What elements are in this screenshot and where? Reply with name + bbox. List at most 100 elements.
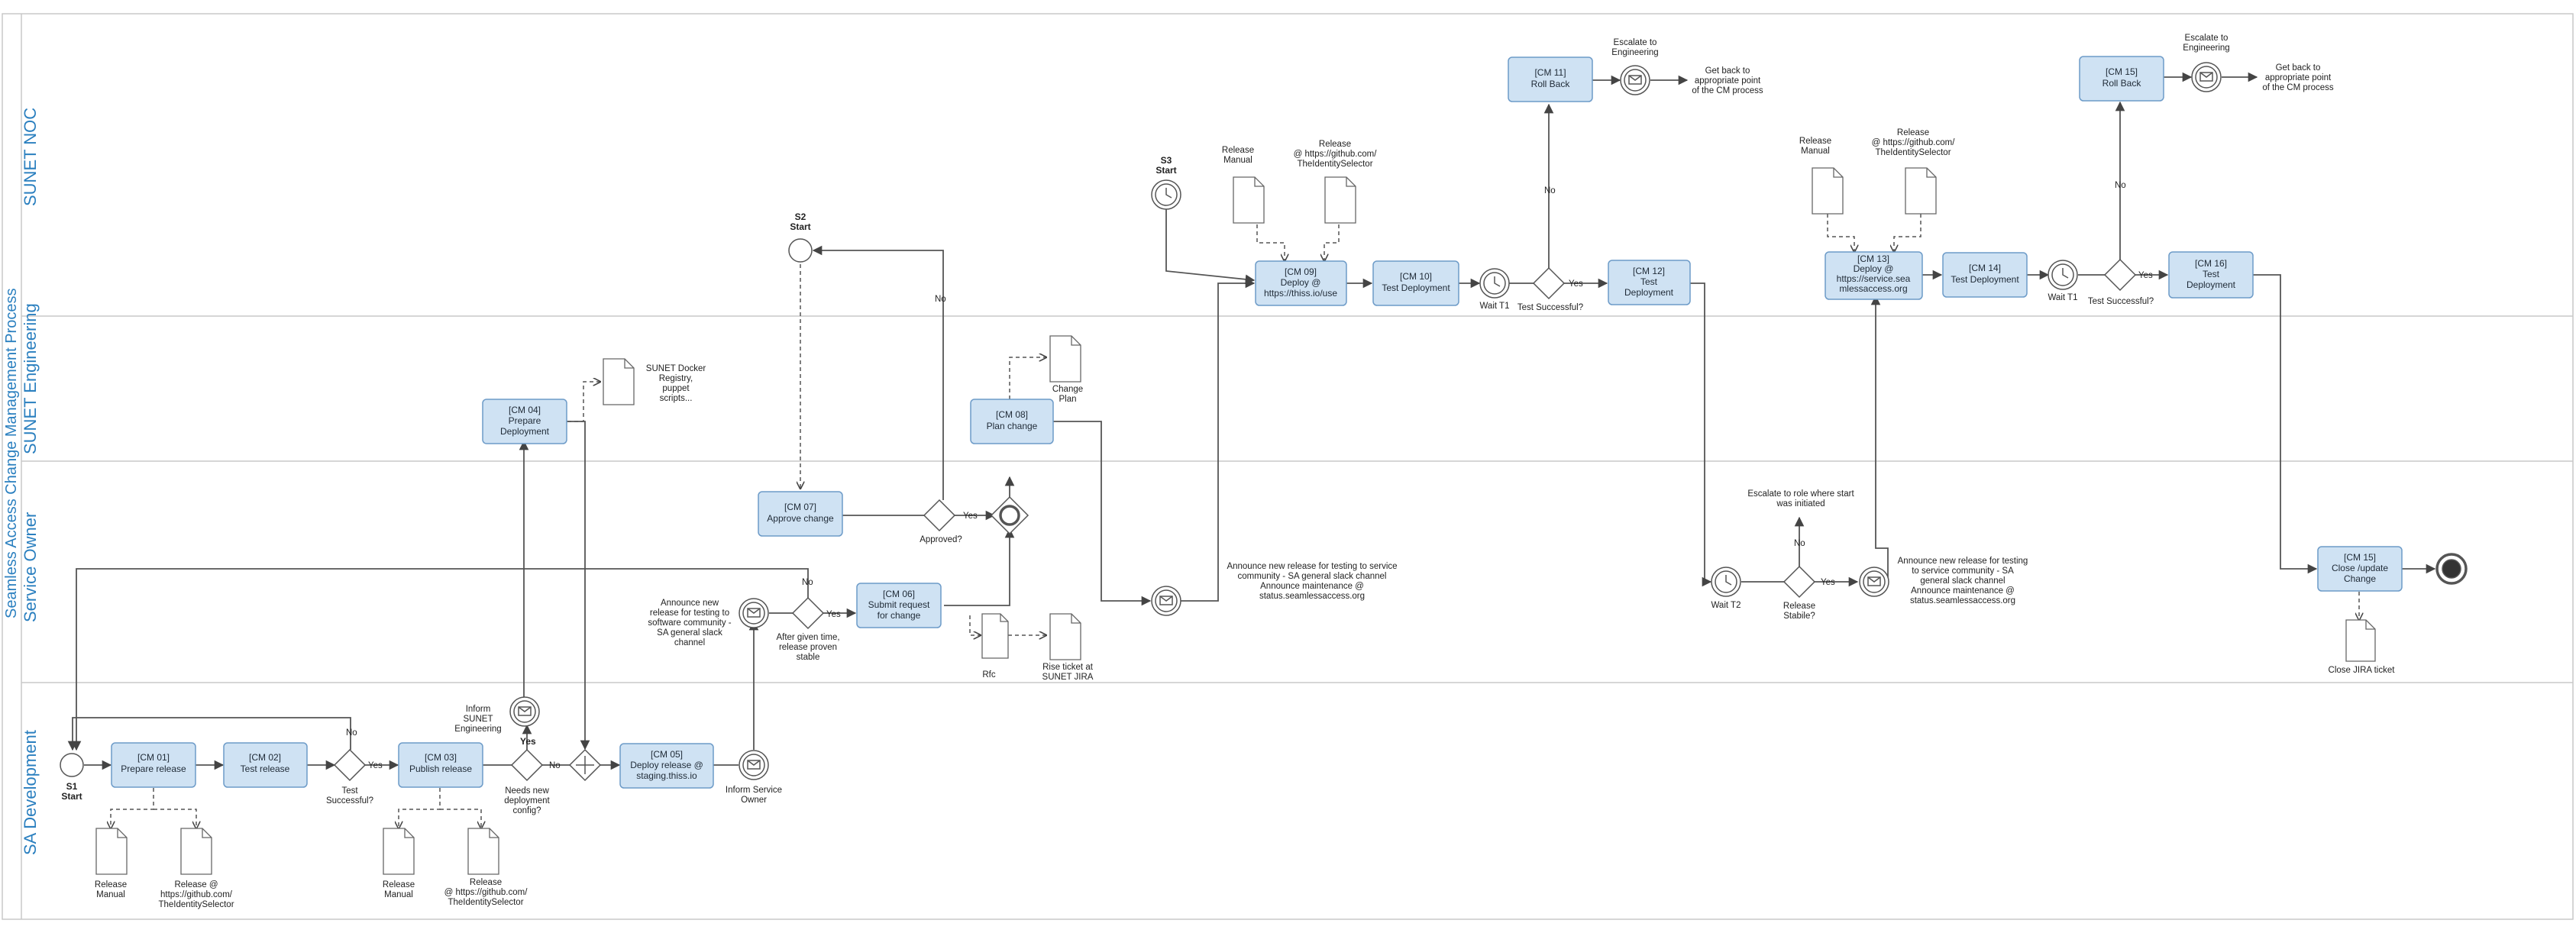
task-cm03-id: [CM 03] (425, 752, 457, 763)
message-event-inform-engineering[interactable] (509, 696, 540, 727)
task-cm07-name: Approve change (767, 513, 834, 524)
gateway-needs-config[interactable] (510, 748, 544, 782)
task-cm15-rollback-id: [CM 15] (2106, 66, 2138, 77)
doc-icon-rise-ticket[interactable] (1049, 613, 1081, 660)
message-event-announce-mid[interactable] (1151, 586, 1181, 616)
message-event-announce-left[interactable] (739, 598, 769, 628)
doc-icon-release-github-3[interactable] (1324, 176, 1356, 224)
release-github-1-l1: Release @ (174, 880, 218, 889)
task-cm15-rollback[interactable]: [CM 15] Roll Back (2079, 56, 2164, 102)
get-back-1-l3: of the CM process (1692, 86, 1763, 95)
gateway-parallel[interactable] (568, 748, 602, 782)
task-cm08[interactable]: [CM 08] Plan change (970, 399, 1054, 444)
task-cm06-submit-name-2: for change (878, 610, 921, 621)
announce-right-l2: to service community - SA (1912, 567, 2014, 576)
task-cm10-id: [CM 10] (1400, 271, 1432, 282)
gateway-proven-stable[interactable] (791, 596, 825, 630)
task-cm10-name: Test Deployment (1382, 282, 1450, 293)
gateway-approved[interactable] (923, 499, 956, 532)
start-event-s1[interactable] (60, 753, 84, 777)
release-github-1-l3: TheIdentitySelector (158, 900, 234, 909)
announce-left-l2: release for testing to (650, 609, 729, 618)
doc-icon-rfc[interactable] (981, 613, 1009, 659)
lane-label-noc: SUNET NOC (21, 108, 40, 206)
gateway-test-successful-1[interactable] (333, 748, 367, 782)
after-given-time-l1: After given time, (776, 633, 839, 642)
doc-icon-release-manual-4[interactable] (1812, 167, 1844, 215)
test-successful-3-label: Test Successful? (2088, 297, 2154, 306)
gateway-test-successful-3[interactable] (2103, 258, 2137, 292)
doc-icon-release-github-4[interactable] (1905, 167, 1937, 215)
task-cm14-name: Test Deployment (1951, 274, 2019, 285)
doc-icon-release-github-2[interactable] (467, 828, 499, 875)
task-cm08-id: [CM 08] (996, 409, 1028, 420)
announce-left-l4: SA general slack (657, 628, 722, 638)
sunet-docker-l2: Registry, (659, 374, 693, 383)
lane-label-engineering: SUNET Engineering (21, 303, 40, 454)
task-cm06-submit[interactable]: [CM 06] Submit request for change (856, 583, 942, 628)
doc-icon-release-github-1[interactable] (180, 828, 212, 875)
task-cm11[interactable]: [CM 11] Roll Back (1508, 56, 1593, 102)
end-event[interactable] (2435, 553, 2468, 585)
announce-left-l3: software community - (648, 618, 731, 628)
task-cm03[interactable]: [CM 03] Publish release (398, 742, 483, 788)
task-cm09[interactable]: [CM 09] Deploy @ https://thiss.io/use (1255, 260, 1347, 306)
needs-config-l3: config? (512, 806, 541, 815)
sequence-flows (67, 72, 2436, 770)
task-cm02[interactable]: [CM 02] Test release (223, 742, 308, 788)
task-cm15-close-name-2: Change (2344, 573, 2376, 584)
release-manual-2-l2: Manual (384, 890, 413, 899)
gateway-event-based[interactable] (990, 496, 1029, 535)
task-cm13-name-3: mlessaccess.org (1839, 283, 1907, 294)
task-cm13[interactable]: [CM 13] Deploy @ https://service.sea mle… (1825, 251, 1923, 300)
release-github-3-l2: @ https://github.com/ (1294, 150, 1378, 159)
gateway-test-successful-2[interactable] (1532, 266, 1566, 300)
no-label-release-stable: No (1794, 539, 1805, 548)
announce-right-l5: status.seamlessaccess.org (1910, 596, 2015, 605)
events (60, 62, 2468, 780)
task-cm10[interactable]: [CM 10] Test Deployment (1372, 260, 1459, 306)
task-cm11-id: [CM 11] (1534, 67, 1566, 78)
task-cm14[interactable]: [CM 14] Test Deployment (1942, 252, 2028, 298)
sunet-docker-l3: puppet (662, 384, 690, 393)
task-cm12[interactable]: [CM 12] Test Deployment (1608, 260, 1691, 305)
timer-start-event-s3[interactable] (1151, 179, 1181, 210)
sunet-docker-l4: scripts... (660, 394, 693, 403)
s1-start-label: Start (61, 791, 82, 802)
message-event-escalate-2[interactable] (2191, 62, 2222, 92)
task-cm01[interactable]: [CM 01] Prepare release (111, 742, 196, 788)
start-event-s2[interactable] (788, 238, 813, 263)
doc-icon-release-manual-1[interactable] (95, 828, 128, 875)
task-cm12-name-1: Test (1640, 276, 1658, 287)
gateway-release-stable[interactable] (1783, 565, 1816, 599)
message-event-inform-owner[interactable] (739, 750, 769, 780)
inform-owner-l1: Inform Service (726, 786, 782, 795)
approved-label: Approved? (920, 535, 962, 544)
task-cm16[interactable]: [CM 16] Test Deployment (2168, 251, 2254, 299)
task-cm07[interactable]: [CM 07] Approve change (758, 491, 843, 537)
doc-icon-sunet-docker[interactable] (603, 358, 635, 405)
inform-eng-l1: Inform (466, 705, 491, 714)
task-cm04-name-1: Prepare (509, 415, 541, 426)
message-event-escalate-1[interactable] (1620, 65, 1650, 95)
yes-label-1: Yes (368, 761, 383, 770)
message-event-announce-right[interactable] (1859, 567, 1889, 597)
task-cm06-submit-name-1: Submit request (868, 599, 930, 610)
task-cm04[interactable]: [CM 04] Prepare Deployment (482, 399, 567, 444)
timer-wait-t1-b[interactable] (2048, 260, 2078, 290)
doc-icon-release-manual-2[interactable] (383, 828, 415, 875)
doc-icon-close-jira[interactable] (2345, 619, 2376, 662)
yes-label-release-stable: Yes (1821, 578, 1835, 587)
timer-wait-t1-a[interactable] (1479, 268, 1510, 299)
timer-wait-t2[interactable] (1711, 567, 1741, 597)
release-manual-3-l1: Release (1222, 146, 1254, 155)
doc-icon-change-plan[interactable] (1049, 335, 1081, 383)
doc-icon-release-manual-3[interactable] (1233, 176, 1265, 224)
rfc-label: Rfc (982, 670, 996, 680)
release-manual-1-l2: Manual (96, 890, 125, 899)
task-cm15-close[interactable]: [CM 15] Close /update Change (2317, 546, 2403, 592)
task-cm05[interactable]: [CM 05] Deploy release @ staging.thiss.i… (619, 743, 714, 789)
task-cm14-id: [CM 14] (1969, 263, 2001, 273)
task-cm04-name-2: Deployment (500, 426, 550, 437)
